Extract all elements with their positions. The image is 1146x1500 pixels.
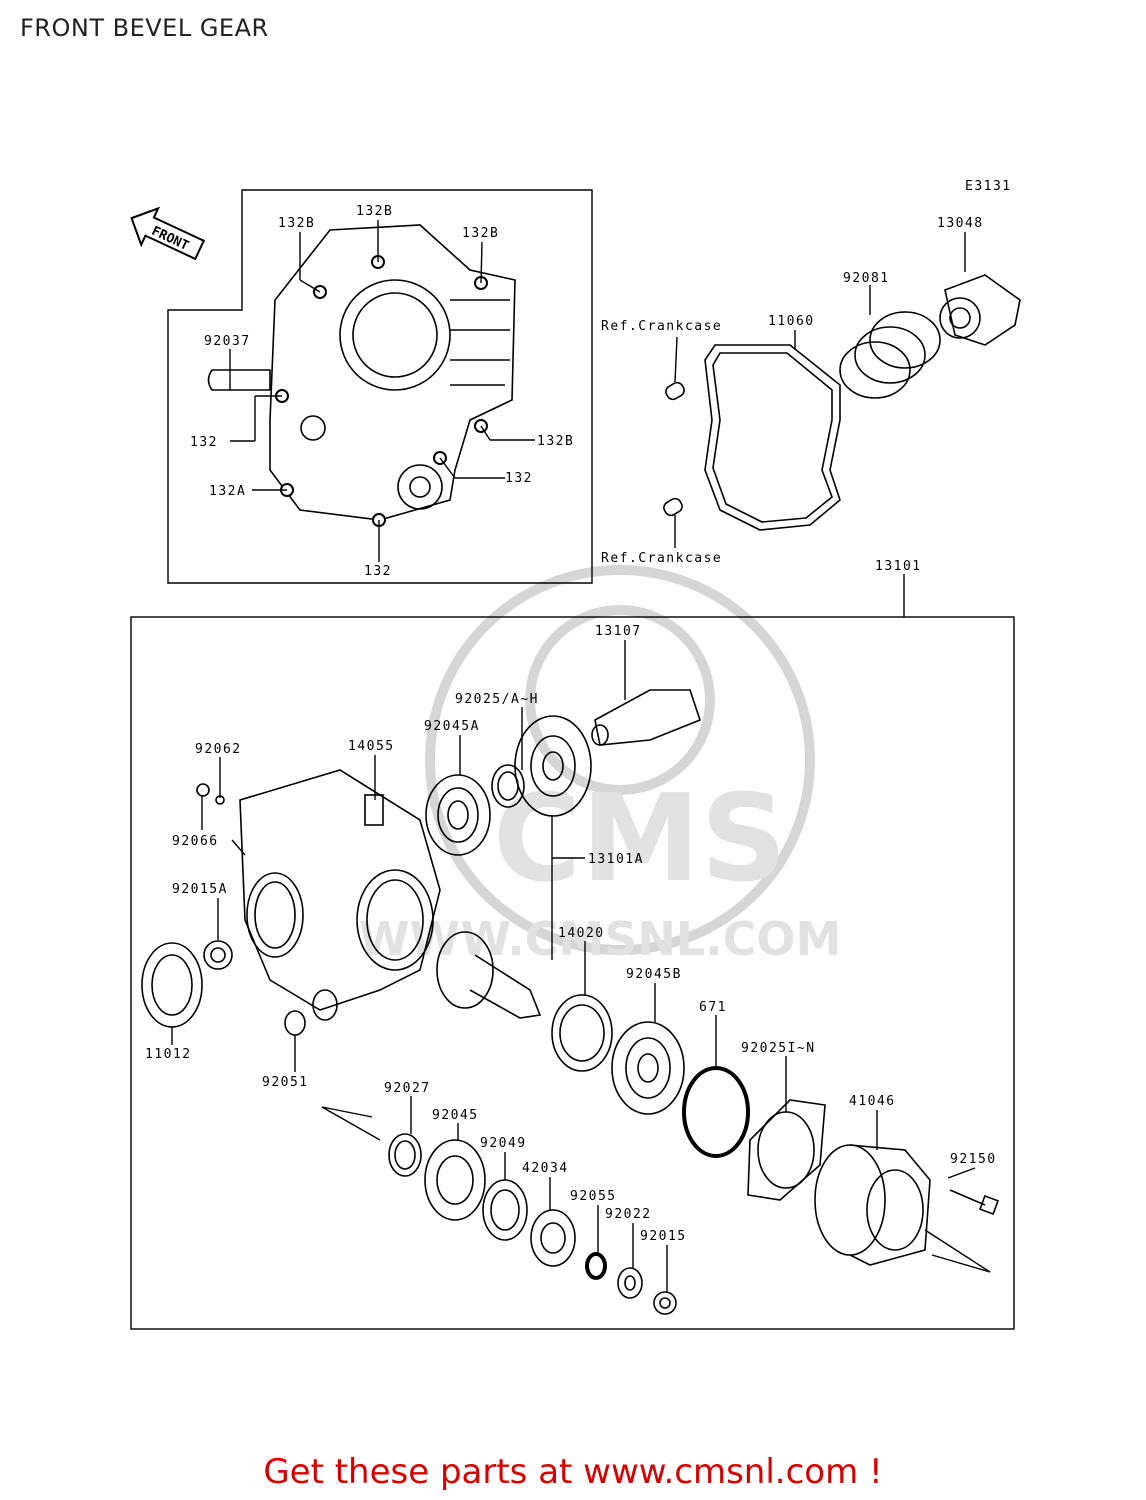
- label-11012: 11012: [145, 1047, 192, 1062]
- label-132B: 132B: [278, 216, 315, 231]
- gear-case-14055: [239, 769, 441, 1021]
- label-92015: 92015: [640, 1229, 687, 1244]
- parts-diagram: CMS WWW.CMSNL.COM FRONT: [130, 179, 1021, 1330]
- dowel-pin-top: [665, 381, 685, 401]
- label-92015A: 92015A: [172, 882, 228, 897]
- label-92045A: 92045A: [424, 719, 480, 734]
- label-ref-crankcase: Ref.Crankcase: [601, 319, 722, 334]
- label-13101: 13101: [875, 559, 922, 574]
- nut-92015A: [203, 940, 233, 970]
- shim-92025I-N: [747, 1099, 826, 1201]
- gear-42034: [530, 1209, 576, 1267]
- label-132: 132: [364, 564, 392, 579]
- bolt-92150: [949, 1189, 999, 1215]
- label-92150: 92150: [950, 1152, 997, 1167]
- label-92062: 92062: [195, 742, 242, 757]
- seal-92051: [284, 1010, 306, 1036]
- label-92055: 92055: [570, 1189, 617, 1204]
- cover-14020: [551, 994, 613, 1072]
- o-ring-92055: [585, 1252, 607, 1280]
- label-92051: 92051: [262, 1075, 309, 1090]
- front-arrow: FRONT: [130, 206, 206, 261]
- label-92022: 92022: [605, 1207, 652, 1222]
- label-92025-I-N: 92025I~N: [741, 1041, 816, 1056]
- label-13101A: 13101A: [588, 852, 644, 867]
- cam-13048: [939, 274, 1021, 346]
- label-92025-A-H: 92025/A~H: [455, 692, 539, 707]
- seal-92027: [388, 1133, 422, 1177]
- label-ref-crankcase: Ref.Crankcase: [601, 551, 722, 566]
- label-11060: 11060: [768, 314, 815, 329]
- label-92049: 92049: [480, 1136, 527, 1151]
- label-132B: 132B: [356, 204, 393, 219]
- screw-92066: [196, 783, 210, 797]
- label-671: 671: [699, 1000, 727, 1015]
- watermark-logo-text: CMS: [493, 770, 787, 909]
- bearing-92045B: [611, 1021, 685, 1115]
- diagram-code: E3131: [965, 179, 1012, 194]
- label-92081: 92081: [843, 271, 890, 286]
- spring-92081: [839, 311, 941, 399]
- cap-11012: [141, 942, 203, 1028]
- gasket-11060: [704, 344, 841, 531]
- part-labels: E3131 132B 132B 132B 92037 132 132B 132 …: [145, 179, 1012, 1244]
- pinion-gear: [436, 931, 542, 1019]
- label-41046: 41046: [849, 1094, 896, 1109]
- nut-92015: [653, 1291, 677, 1315]
- dowel-pin-bottom: [663, 497, 683, 517]
- label-92045: 92045: [432, 1108, 479, 1123]
- label-132B: 132B: [462, 226, 499, 241]
- label-92066: 92066: [172, 834, 219, 849]
- label-14020: 14020: [558, 926, 605, 941]
- bearing-92045A: [425, 774, 491, 856]
- leader-lines: [171, 220, 991, 1292]
- label-132B: 132B: [537, 434, 574, 449]
- label-14055: 14055: [348, 739, 395, 754]
- label-92027: 92027: [384, 1081, 431, 1096]
- label-92045B: 92045B: [626, 967, 682, 982]
- ring-92049: [482, 1179, 528, 1241]
- label-13048: 13048: [937, 216, 984, 231]
- label-132: 132: [190, 435, 218, 450]
- footer-link[interactable]: Get these parts at www.cmsnl.com !: [263, 1452, 883, 1492]
- label-13107: 13107: [595, 624, 642, 639]
- label-42034: 42034: [522, 1161, 569, 1176]
- watermark: CMS WWW.CMSNL.COM: [359, 565, 841, 966]
- washer-92022: [617, 1267, 643, 1299]
- page-title: FRONT BEVEL GEAR: [20, 14, 269, 42]
- inset-frame: [167, 189, 593, 584]
- housing-41046: [814, 1144, 931, 1266]
- label-132A: 132A: [209, 484, 246, 499]
- main-frame: [130, 616, 1015, 1330]
- crankcase-cover: [207, 224, 516, 527]
- label-92037: 92037: [204, 334, 251, 349]
- o-ring-671: [682, 1066, 750, 1158]
- bevel-gear-13101A: [514, 715, 592, 817]
- shaft-13107: [591, 689, 701, 746]
- bearing-92045: [424, 1139, 486, 1221]
- label-132: 132: [505, 471, 533, 486]
